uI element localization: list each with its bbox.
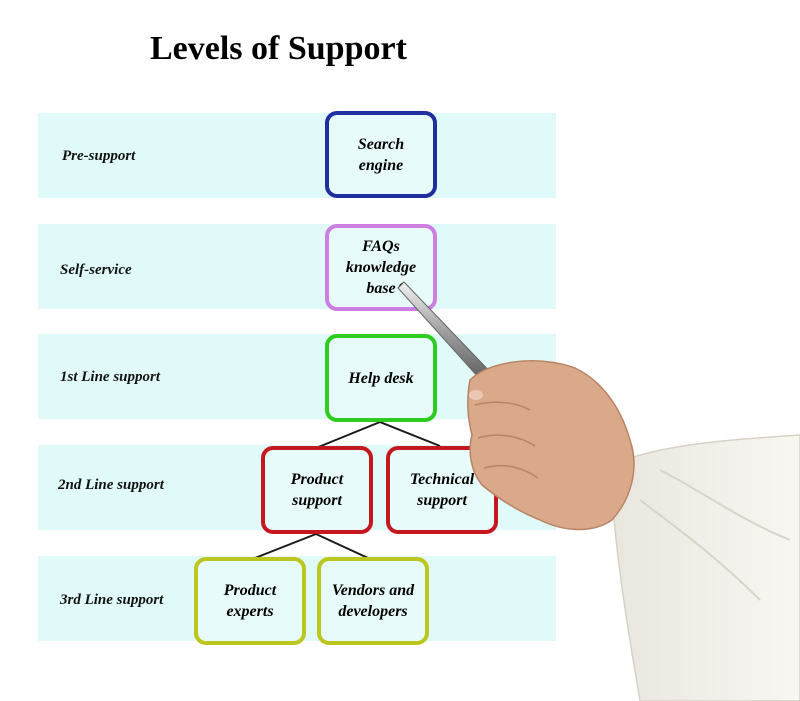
connector-help-desk-to-technical-support (379, 421, 441, 447)
connector-product-support-to-product-experts (254, 533, 317, 559)
node-product-experts: Product experts (194, 557, 306, 645)
node-product-support: Product support (261, 446, 373, 534)
level-band-pre-support (38, 113, 556, 198)
node-help-desk: Help desk (325, 334, 437, 422)
shirt-sleeve (609, 434, 800, 701)
diagram-title: Levels of Support (150, 30, 407, 67)
level-label-3rd-line: 3rd Line support (60, 592, 164, 608)
level-label-pre-support: Pre-support (62, 148, 136, 164)
level-label-self-service: Self-service (60, 262, 132, 278)
hand (467, 360, 635, 531)
node-search-engine: Search engine (325, 111, 437, 198)
level-label-2nd-line: 2nd Line support (58, 477, 164, 493)
node-vendors-and-developers: Vendors and developers (317, 557, 429, 645)
connector-product-support-to-vendors (315, 533, 369, 559)
level-band-self-service (38, 224, 556, 309)
level-label-1st-line: 1st Line support (60, 369, 161, 385)
connector-help-desk-to-product-support (315, 421, 381, 449)
